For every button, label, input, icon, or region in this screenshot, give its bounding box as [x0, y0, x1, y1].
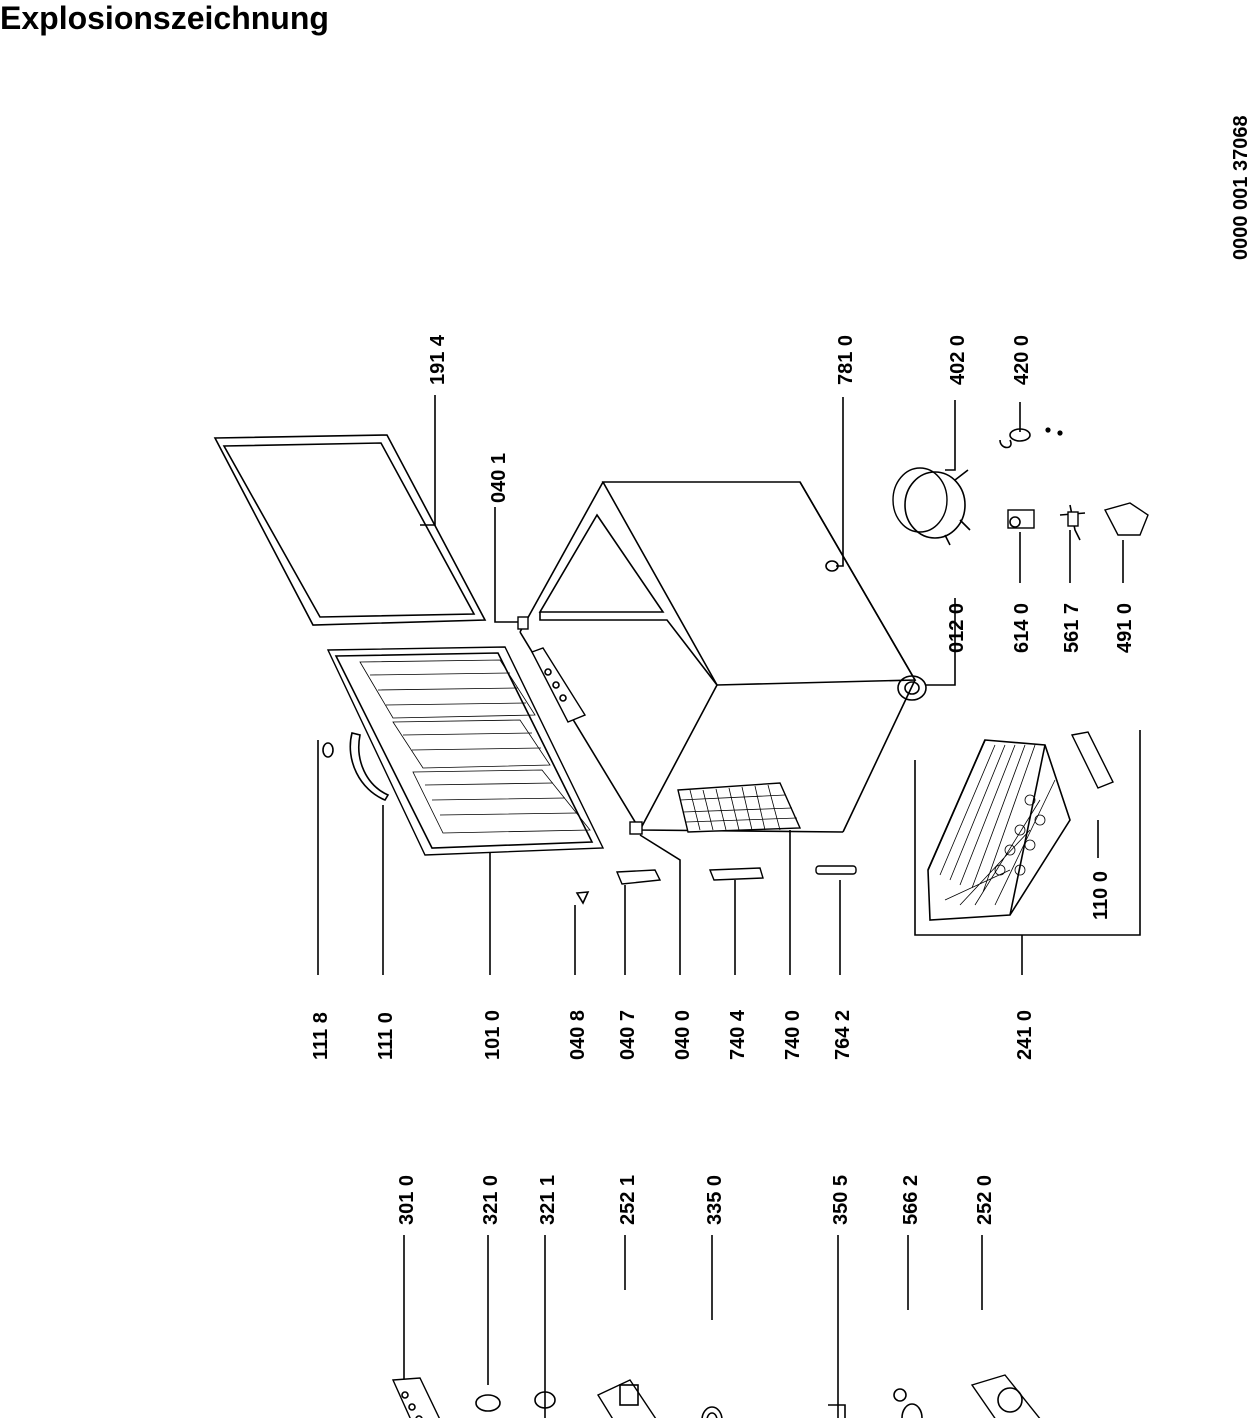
label-420-0: 420 0	[1011, 335, 1033, 385]
hinge-bracket-part	[615, 869, 662, 885]
cap-part	[322, 742, 334, 758]
control-panel-part	[391, 1377, 441, 1418]
label-301-0: 301 0	[396, 1175, 418, 1225]
lid-gasket-part	[213, 434, 487, 626]
lid-part	[326, 646, 605, 856]
label-740-0: 740 0	[782, 1010, 804, 1060]
label-252-0: 252 0	[974, 1175, 996, 1225]
starter-part	[1007, 509, 1035, 529]
label-101-0: 101 0	[482, 1010, 504, 1060]
label-561-7: 561 7	[1061, 603, 1083, 653]
label-566-2: 566 2	[900, 1175, 922, 1225]
part-number-labels: 191 4 781 0 402 0 420 0 040 1 012 0 614 …	[310, 334, 1136, 1225]
handle-part	[349, 732, 390, 801]
thermal-spring-part	[893, 1388, 923, 1418]
label-111-0: 111 0	[375, 1012, 397, 1060]
label-402-0: 402 0	[947, 335, 969, 385]
lamp-holder-part	[596, 1379, 657, 1418]
label-740-4: 740 4	[727, 1009, 749, 1060]
label-614-0: 614 0	[1011, 603, 1033, 653]
knob-part	[475, 1394, 501, 1412]
cabinet-part	[517, 481, 927, 835]
label-040-8: 040 8	[567, 1010, 589, 1060]
label-191-4: 191 4	[427, 334, 449, 385]
page-title: Explosionszeichnung	[0, 0, 329, 36]
clip-part	[575, 891, 590, 905]
label-764-2: 764 2	[832, 1010, 854, 1060]
label-111-8: 111 8	[310, 1012, 332, 1060]
label-252-1: 252 1	[617, 1175, 639, 1225]
label-040-0: 040 0	[672, 1010, 694, 1060]
knob-part-2	[534, 1391, 556, 1409]
label-321-1: 321 1	[537, 1175, 559, 1225]
spring-part	[701, 1406, 723, 1418]
bracket-part	[828, 1404, 846, 1418]
thermostat-housing-part	[970, 1374, 1041, 1418]
label-040-7: 040 7	[617, 1010, 639, 1060]
label-491-0: 491 0	[1114, 603, 1136, 653]
label-012-0: 012 0	[946, 603, 968, 653]
label-321-0: 321 0	[480, 1175, 502, 1225]
label-335-0: 335 0	[704, 1175, 726, 1225]
drier-part	[815, 865, 857, 875]
compressor-part	[892, 467, 971, 546]
basket-part	[927, 739, 1071, 921]
cover-part	[1103, 502, 1149, 536]
condenser-part	[677, 782, 802, 833]
thermostat-part	[1059, 504, 1086, 541]
relay-part	[999, 427, 1063, 449]
label-040-1: 040 1	[488, 453, 510, 503]
label-241-0: 241 0	[1014, 1010, 1036, 1060]
divider-part	[1070, 731, 1114, 789]
leader-lines	[317, 395, 1141, 1418]
label-781-0: 781 0	[835, 335, 857, 385]
label-110-0: 110 0	[1090, 871, 1112, 920]
label-350-5: 350 5	[830, 1175, 852, 1225]
rail-part	[708, 867, 764, 881]
